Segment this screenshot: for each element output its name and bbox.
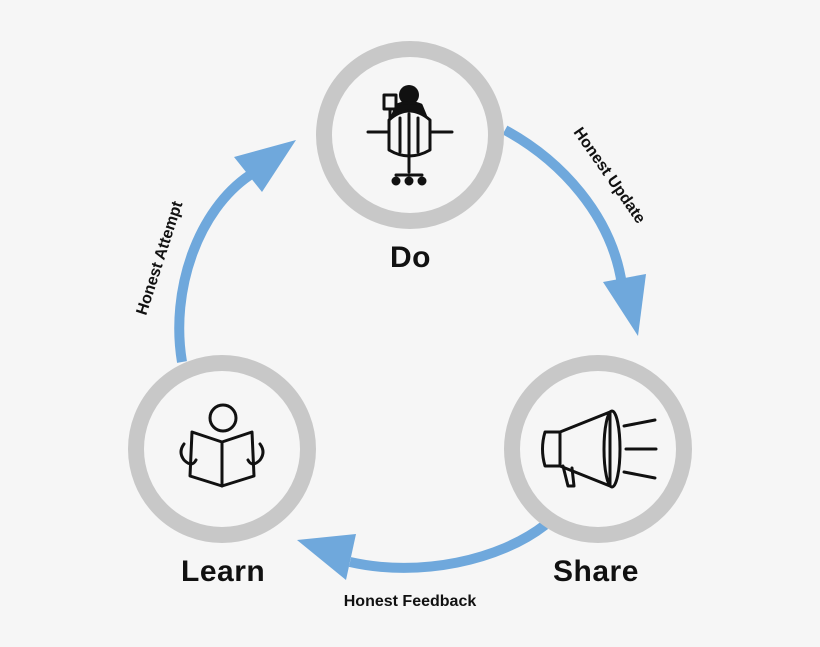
share-node-ring [504,355,692,543]
edge-label-honest-feedback: Honest Feedback [344,593,477,610]
learn-node-label: Learn [181,555,266,588]
edge-label-honest-update: Honest Update [570,125,649,227]
arrow-share-to-learn [297,521,549,580]
person-reading-book-icon [179,403,265,488]
arrow-do-to-share [502,125,646,336]
arrow-learn-to-do [174,140,296,363]
person-at-desk-icon [366,85,454,186]
do-node-label: Do [390,241,431,274]
share-node-label: Share [553,555,639,588]
megaphone-icon [541,409,658,489]
